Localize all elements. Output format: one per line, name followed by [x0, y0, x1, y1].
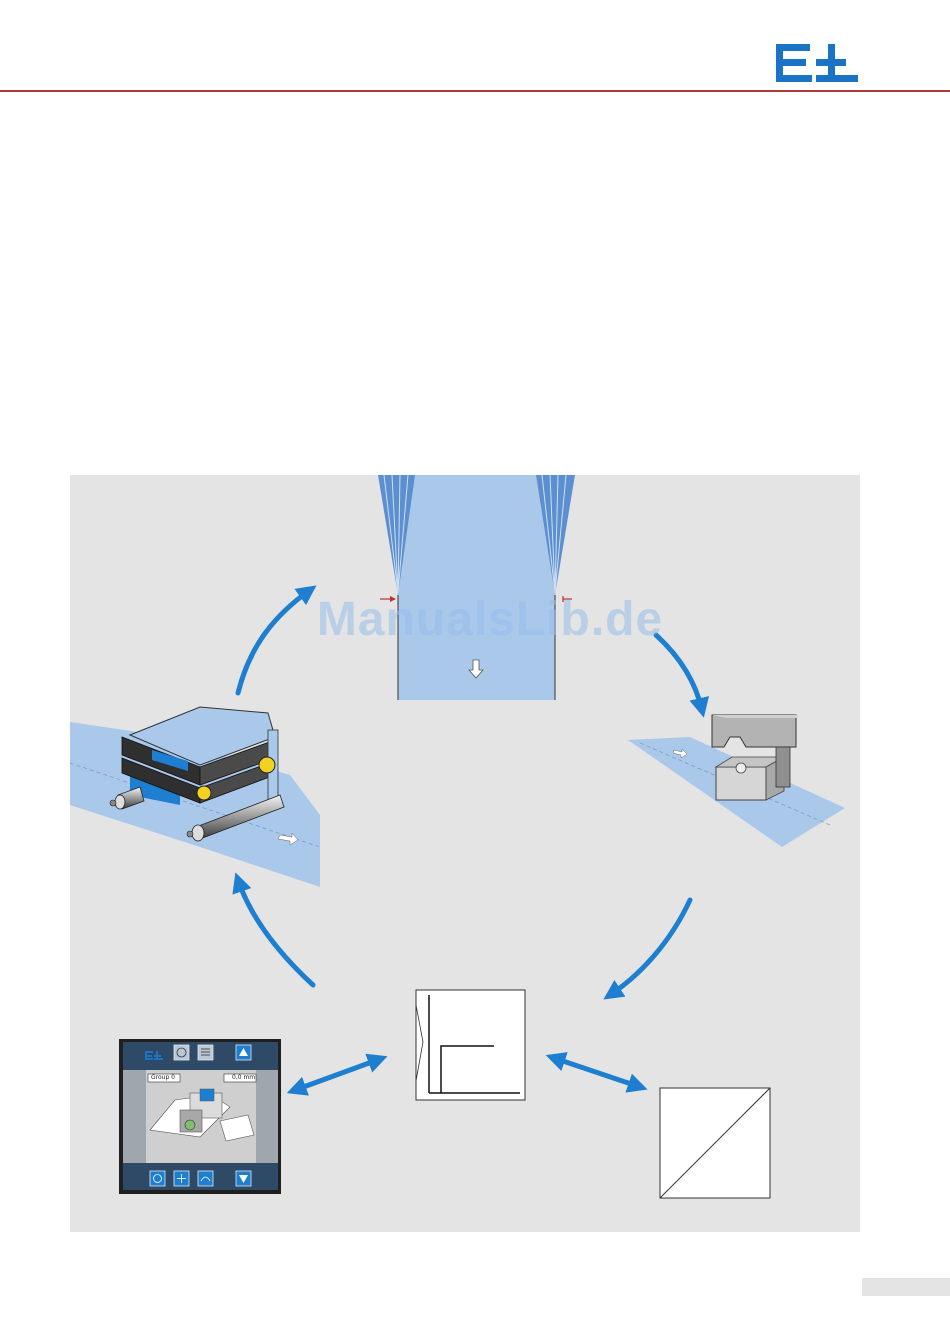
process-diagram-panel: Group 0 0,0 mm ManualsLib.de — [70, 475, 860, 1232]
arrow-top-to-right-icon — [656, 635, 702, 710]
output-diagonal-box — [660, 1088, 770, 1198]
hmi-group-label: Group 0 — [151, 1074, 175, 1081]
hmi-value-label: 0,0 mm — [232, 1074, 255, 1081]
arrow-bottom-to-left-icon — [238, 880, 313, 985]
list-icon — [198, 1045, 213, 1060]
edge-marker-right-icon — [563, 596, 572, 602]
header-rule — [0, 90, 950, 92]
arrow-right-to-bottom-icon — [610, 900, 690, 995]
web-inspection-view — [378, 475, 575, 700]
edge-marker-left-icon — [380, 596, 396, 602]
arrow-chart-output-icon — [557, 1059, 640, 1087]
page-number-tab — [862, 1278, 950, 1296]
sensor-icon — [198, 1171, 213, 1186]
web-sensor-unit — [628, 715, 845, 847]
arrow-hmi-chart-icon — [298, 1059, 380, 1089]
arrow-left-to-top-icon — [238, 590, 310, 693]
hmi-touch-panel — [119, 1039, 281, 1194]
control-chart-box — [416, 990, 525, 1100]
reset-icon — [150, 1171, 165, 1186]
info-icon — [174, 1045, 189, 1060]
eltromat-logo-icon — [776, 44, 858, 82]
printing-unit — [70, 707, 320, 887]
